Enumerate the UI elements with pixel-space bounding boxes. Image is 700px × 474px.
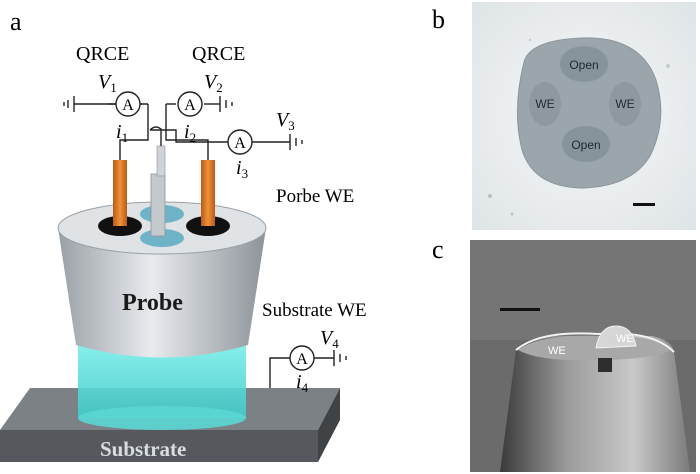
voltage-source-3-icon	[289, 134, 303, 150]
i1-label: i1	[116, 121, 128, 145]
panel-b-label: b	[432, 5, 445, 34]
substrate-label: Substrate	[100, 437, 186, 461]
v3-label: V3	[276, 109, 295, 133]
panel-c-label: c	[432, 235, 444, 264]
i2-label: i2	[184, 121, 196, 145]
voltage-source-2-icon	[219, 96, 233, 112]
scale-bar-c	[500, 308, 540, 311]
qrce-electrode-left	[113, 160, 127, 226]
v2-label: V2	[204, 71, 223, 95]
v1-label: V1	[98, 71, 117, 95]
ammeter-4-symbol: A	[296, 351, 308, 368]
ammeter-3-symbol: A	[234, 135, 246, 152]
probe-we-label: Porbe WE	[276, 186, 354, 207]
probe-we-electrode	[150, 173, 166, 237]
qrce-electrode-right	[201, 160, 215, 226]
v4-label: V4	[320, 327, 339, 351]
region-open-top-label: Open	[569, 58, 598, 72]
region-open-bottom-label: Open	[571, 138, 600, 152]
ammeter-1-symbol: A	[122, 97, 134, 114]
region-we-left	[529, 82, 561, 126]
voltage-source-1-icon	[63, 96, 75, 112]
panel-a: a Substrate Probe	[0, 7, 367, 462]
ammeter-2: A	[177, 91, 203, 117]
substrate-we-label: Substrate WE	[262, 300, 367, 321]
probe-we-wire	[156, 145, 166, 177]
sem-we-right-label: WE	[616, 333, 634, 345]
ammeter-1: A	[115, 91, 141, 117]
scale-bar-b	[633, 203, 655, 206]
region-we-right-label: WE	[615, 97, 634, 111]
sem-pillar	[500, 336, 690, 472]
qrce-label-2: QRCE	[192, 43, 245, 65]
panel-b: b Open WE WE Open	[432, 2, 696, 230]
region-we-right	[609, 82, 641, 126]
region-open-top	[560, 46, 608, 82]
voltage-source-4-icon	[333, 350, 347, 366]
probe-label: Probe	[122, 290, 183, 316]
panel-c: c WE WE	[432, 235, 696, 472]
ammeter-4: A	[289, 345, 315, 371]
probe-tip-disc	[517, 37, 662, 189]
ammeter-2-symbol: A	[184, 97, 196, 114]
panel-a-label: a	[10, 7, 22, 36]
qrce-label-1: QRCE	[76, 43, 129, 65]
region-open-bottom	[562, 126, 610, 162]
sem-we-left-label: WE	[548, 345, 566, 357]
i4-label: i4	[296, 371, 309, 395]
ammeter-3: A	[227, 129, 253, 155]
region-we-left-label: WE	[535, 97, 554, 111]
i3-label: i3	[236, 157, 248, 181]
